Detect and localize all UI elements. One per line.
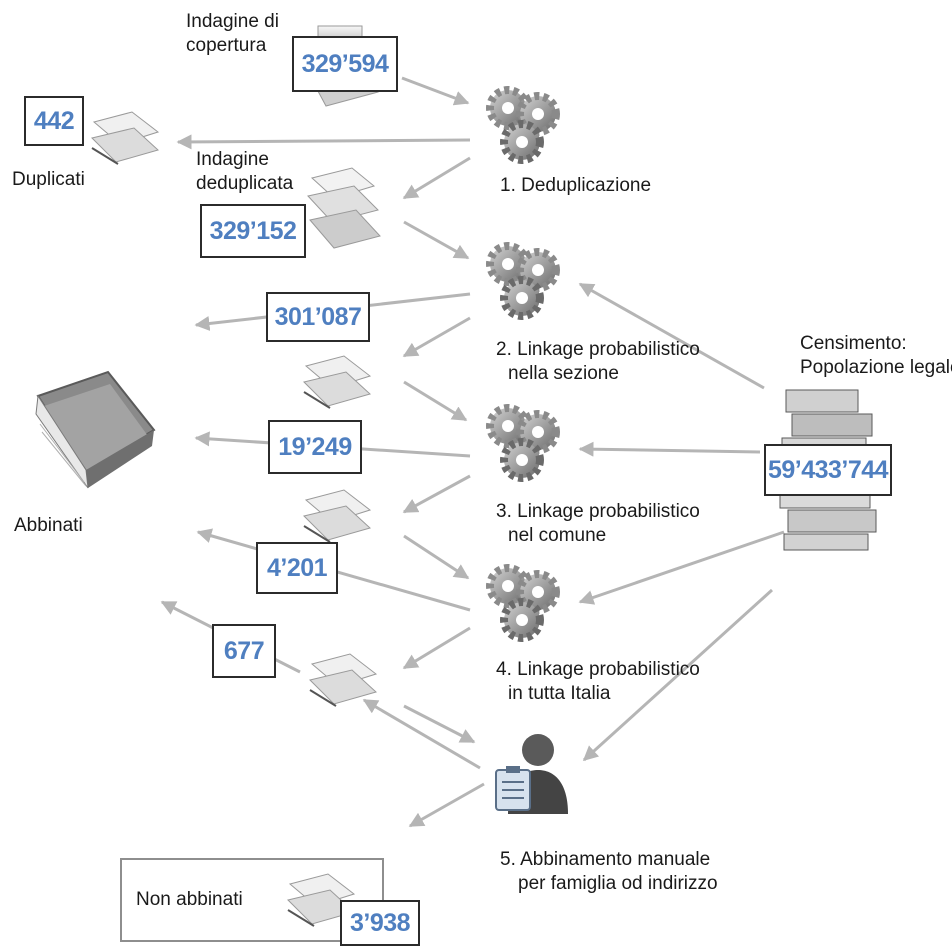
matched-count-step2: 301’087 [266, 292, 370, 342]
arrow-step3-to-residual [402, 474, 471, 514]
arrow-residual-to-step5 [403, 704, 476, 744]
arrow-step2-to-residual [402, 316, 471, 358]
arrow-step5-to-matched [362, 698, 481, 770]
gears-icon-step3 [486, 404, 560, 482]
matched-binder-icon [35, 370, 156, 489]
survey-label: Indagine di copertura [186, 11, 279, 56]
duplicates-count-box: 442 [24, 96, 84, 146]
arrow-step4-to-residual [402, 626, 471, 670]
arrow-census-to-step4 [578, 530, 785, 605]
manual-review-person-icon [495, 734, 568, 814]
step5-label: 5. Abbinamento manuale per famiglia od i… [500, 849, 718, 894]
arrow-survey-to-dedup [401, 76, 470, 106]
matched-count-step5: 677 [212, 624, 276, 678]
census-count-box: 59’433’744 [764, 444, 892, 496]
arrow-dedup-to-duplicates [176, 134, 471, 150]
deduplicated-label: Indagine deduplicata [196, 149, 294, 194]
arrow-step5-to-unmatched [408, 782, 485, 828]
deduplicated-documents-icon [307, 167, 381, 249]
matched-count-step3: 19’249 [268, 420, 362, 474]
gears-icon-step2 [486, 242, 560, 320]
arrow-dedup-to-deduplicated [402, 156, 471, 200]
step3-label: 3. Linkage probabilistico nel comune [496, 501, 700, 546]
residual-documents-icon-1 [303, 355, 372, 409]
arrow-deduplicated-to-step2 [403, 220, 470, 260]
census-label: Censimento: Popolazione legale [800, 333, 952, 378]
step2-label: 2. Linkage probabilistico nella sezione [496, 339, 700, 384]
survey-count-box: 329’594 [292, 36, 398, 92]
arrow-census-to-step2 [578, 282, 765, 390]
arrow-census-to-step3 [578, 441, 761, 457]
gears-icon-step1 [486, 86, 560, 164]
arrow-residual-to-step4 [403, 534, 470, 580]
matched-label: Abbinati [14, 515, 83, 536]
arrow-residual-to-step3 [403, 380, 468, 422]
step4-label: 4. Linkage probabilistico in tutta Itali… [496, 659, 700, 704]
gears-icon-step4 [486, 564, 560, 642]
residual-documents-icon-2 [303, 489, 372, 543]
unmatched-label: Non abbinati [136, 889, 243, 910]
residual-documents-icon-3 [309, 653, 378, 707]
unmatched-documents-icon [287, 873, 356, 927]
deduplicated-count-box: 329’152 [200, 204, 306, 258]
step1-label: 1. Deduplicazione [500, 175, 652, 196]
duplicates-documents-icon [91, 111, 160, 165]
unmatched-count-box: 3’938 [340, 900, 420, 946]
arrow-census-to-step5 [582, 588, 774, 762]
matched-count-step4: 4’201 [256, 542, 338, 594]
duplicates-label: Duplicati [12, 169, 85, 190]
